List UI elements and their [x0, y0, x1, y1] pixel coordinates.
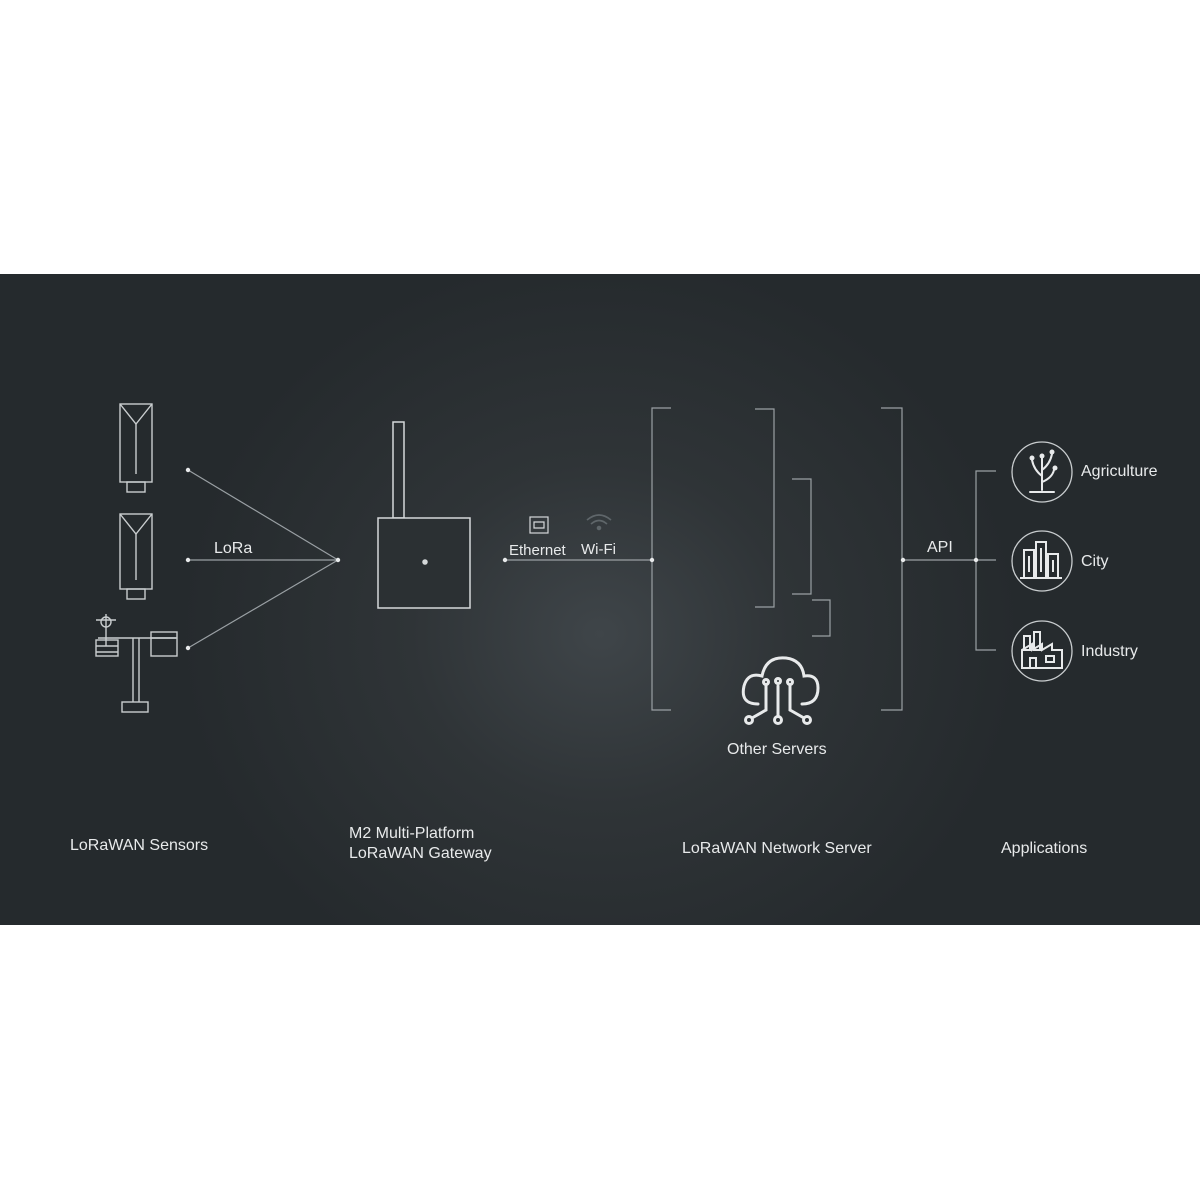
node-dot [900, 557, 906, 563]
cloud-network-icon [741, 656, 820, 725]
node-dot [649, 557, 655, 563]
section-title-gateway-line1: M2 Multi-Platform [349, 825, 475, 842]
api-label: API [927, 539, 953, 556]
app-label-industry: Industry [1081, 643, 1138, 660]
ethernet-port-icon [529, 516, 549, 534]
section-title-network-server: LoRaWAN Network Server [682, 840, 872, 857]
app-label-agriculture: Agriculture [1081, 463, 1158, 480]
section-title-applications: Applications [1001, 840, 1088, 857]
ethernet-label: Ethernet [509, 542, 566, 559]
wifi-icon [586, 514, 612, 531]
app-label-city: City [1081, 553, 1109, 570]
node-dot [185, 557, 191, 563]
node-dot [973, 557, 979, 563]
lora-link-bottom [187, 559, 339, 649]
plant-sprout-icon [1011, 441, 1073, 503]
other-servers-label: Other Servers [727, 741, 827, 758]
diagram-canvas [95, 403, 1073, 725]
lorawan-sensor-icon [119, 403, 153, 493]
city-buildings-icon [1011, 530, 1073, 592]
section-title-gateway-line2: LoRaWAN Gateway [349, 845, 492, 862]
lora-link-top [187, 469, 339, 561]
node-dot [335, 557, 341, 563]
diagram-panel: LoRa Ethernet Wi-Fi API Other Servers Ag… [0, 274, 1200, 925]
wifi-label: Wi-Fi [581, 541, 616, 558]
server-bracket-small [792, 478, 812, 595]
section-title-sensors: LoRaWAN Sensors [70, 837, 209, 854]
node-dot [185, 467, 191, 473]
node-dot [185, 645, 191, 651]
server-bracket-inner [755, 408, 775, 608]
gateway-device-icon [377, 421, 471, 609]
factory-icon [1011, 620, 1073, 682]
lorawan-sensor-icon [119, 513, 153, 600]
node-dot [502, 557, 508, 563]
weather-station-icon [95, 614, 178, 713]
server-bracket-outer [651, 407, 671, 711]
api-bracket [881, 407, 903, 711]
server-bracket-tiny [812, 599, 831, 637]
lora-label: LoRa [214, 540, 253, 557]
